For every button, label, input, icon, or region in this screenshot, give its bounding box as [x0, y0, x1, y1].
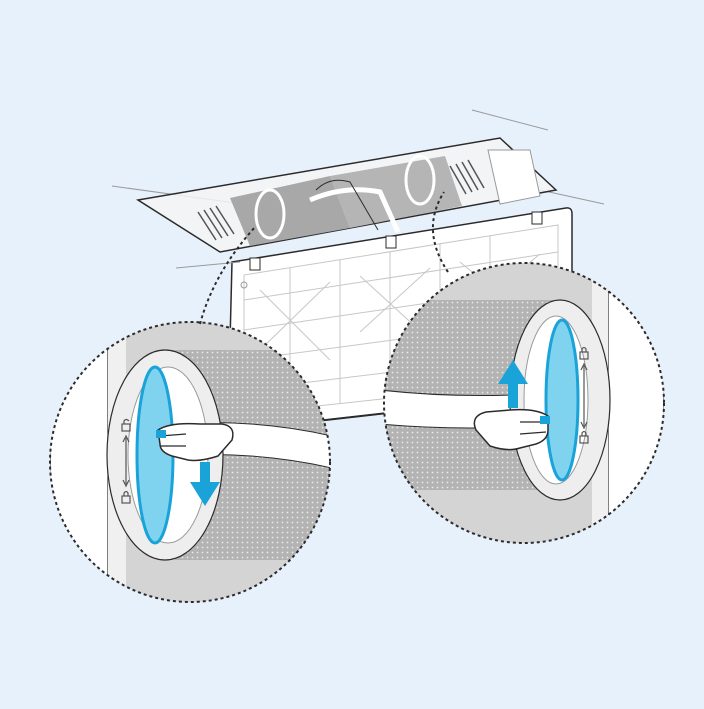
hinge-2 — [385, 235, 397, 249]
lid-grille-right — [449, 159, 485, 195]
lock-open-icon — [121, 418, 131, 432]
locking-ring — [544, 318, 580, 482]
panel-screw — [240, 281, 248, 289]
lock-closed-icon — [121, 490, 131, 504]
double-arrow-vertical-icon — [580, 362, 588, 430]
hand-icon — [473, 408, 549, 451]
hand-icon — [157, 422, 234, 462]
arrow-down-icon — [190, 462, 220, 506]
lock-closed-icon — [579, 430, 589, 444]
hinge-1 — [249, 257, 261, 271]
hinge-3 — [531, 211, 543, 225]
lock-closed-icon — [579, 346, 589, 360]
lid-filter-right — [330, 156, 462, 228]
lid-grille-left — [197, 205, 235, 241]
double-arrow-vertical-icon — [122, 434, 130, 488]
left-callout — [49, 321, 331, 603]
arrow-up-icon — [498, 360, 528, 408]
lid — [111, 109, 605, 271]
right-callout — [383, 262, 665, 544]
